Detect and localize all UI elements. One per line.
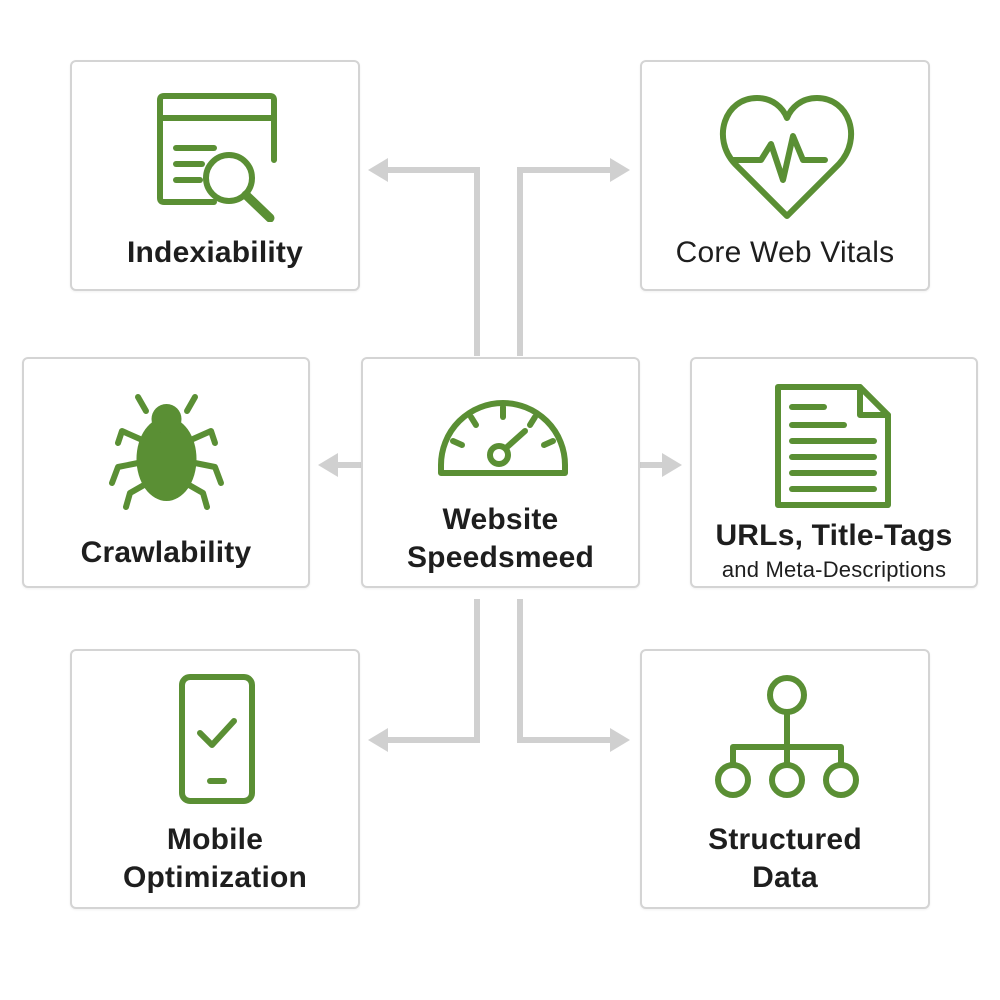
document-icon	[775, 384, 891, 508]
node-urls-title-tags: URLs, Title-Tags and Meta-Descriptions	[690, 357, 978, 588]
connector-to-core-web-vitals	[517, 167, 612, 356]
node-core-web-vitals: Core Web Vitals	[640, 60, 930, 291]
mobile-check-icon	[179, 674, 255, 804]
arrowhead-mobile-optimization	[368, 728, 388, 752]
indexiability-label: Indexiability	[127, 236, 303, 269]
mobile-optimization-label: Mobile Optimization	[72, 821, 358, 897]
node-structured-data: Structured Data	[640, 649, 930, 909]
node-indexiability: Indexiability	[70, 60, 360, 291]
core-web-vitals-label: Core Web Vitals	[675, 236, 895, 269]
arrowhead-structured-data	[610, 728, 630, 752]
website-speed-label: Website Speedsmeed	[363, 501, 638, 577]
node-crawlability: Crawlability	[22, 357, 310, 588]
structured-data-label: Structured Data	[642, 821, 928, 897]
structured-data-label-line1: Structured	[708, 823, 862, 856]
speedometer-icon	[438, 400, 568, 476]
browser-search-icon	[157, 93, 277, 222]
arrowhead-crawlability	[318, 453, 338, 477]
bug-icon	[109, 394, 224, 510]
mobile-optimization-label-line2: Optimization	[122, 861, 308, 894]
urls-title-tags-label-line2: and Meta-Descriptions	[721, 557, 947, 582]
heart-pulse-icon	[719, 95, 855, 219]
mobile-optimization-label-line1: Mobile	[166, 823, 264, 856]
node-website-speed: Website Speedsmeed	[361, 357, 640, 588]
connector-to-indexiability	[385, 167, 480, 356]
connector-to-structured-data	[517, 599, 612, 743]
crawlability-label: Crawlability	[80, 536, 252, 569]
arrowhead-core-web-vitals	[610, 158, 630, 182]
website-speed-label-line1: Website	[442, 503, 559, 536]
structured-data-label-line2: Data	[752, 861, 818, 894]
node-mobile-optimization: Mobile Optimization	[70, 649, 360, 909]
hierarchy-icon	[715, 675, 859, 798]
urls-title-tags-label-line1: URLs, Title-Tags	[715, 519, 953, 552]
arrowhead-urls-title-tags	[662, 453, 682, 477]
connector-to-mobile-optimization	[385, 599, 480, 743]
arrowhead-indexiability	[368, 158, 388, 182]
website-speed-label-line2: Speedsmeed	[406, 541, 595, 574]
urls-title-tags-label: URLs, Title-Tags and Meta-Descriptions	[692, 517, 976, 585]
